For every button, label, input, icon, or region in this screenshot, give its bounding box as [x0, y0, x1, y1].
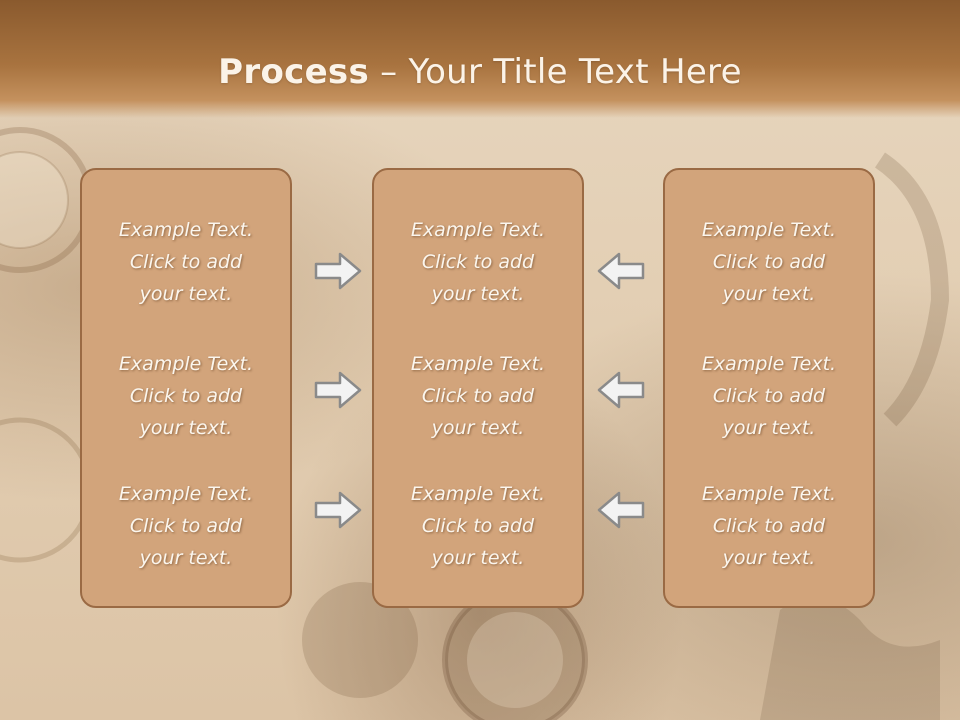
- arrow-right-icon: [314, 371, 362, 409]
- text-line: Example Text.: [410, 219, 546, 241]
- text-line: Example Text.: [118, 353, 254, 375]
- text-line: Click to add: [421, 251, 535, 273]
- text-line: Example Text.: [410, 353, 546, 375]
- text-line: Click to add: [712, 385, 826, 407]
- process-box-right[interactable]: Example Text. Click to add your text. Ex…: [663, 168, 875, 608]
- text-line: Click to add: [421, 385, 535, 407]
- text-block[interactable]: Example Text. Click to add your text.: [374, 348, 582, 444]
- text-line: your text.: [431, 417, 525, 439]
- title-rest: – Your Title Text Here: [369, 52, 742, 92]
- arrow-left-icon: [597, 252, 645, 290]
- text-line: Click to add: [421, 515, 535, 537]
- text-block[interactable]: Example Text. Click to add your text.: [82, 348, 290, 444]
- text-block[interactable]: Example Text. Click to add your text.: [665, 214, 873, 310]
- text-block[interactable]: Example Text. Click to add your text.: [665, 478, 873, 574]
- title-band: [0, 0, 960, 118]
- text-line: Click to add: [712, 251, 826, 273]
- text-line: your text.: [139, 283, 233, 305]
- text-line: your text.: [431, 283, 525, 305]
- text-block[interactable]: Example Text. Click to add your text.: [82, 214, 290, 310]
- text-line: your text.: [139, 417, 233, 439]
- text-line: Example Text.: [701, 483, 837, 505]
- text-line: Example Text.: [118, 219, 254, 241]
- text-block[interactable]: Example Text. Click to add your text.: [374, 478, 582, 574]
- text-line: Click to add: [129, 385, 243, 407]
- text-line: Click to add: [129, 515, 243, 537]
- arrow-right-icon: [314, 252, 362, 290]
- text-block[interactable]: Example Text. Click to add your text.: [665, 348, 873, 444]
- text-line: your text.: [139, 547, 233, 569]
- title-bold: Process: [218, 52, 370, 92]
- text-line: Click to add: [712, 515, 826, 537]
- text-line: your text.: [722, 283, 816, 305]
- text-line: Example Text.: [410, 483, 546, 505]
- text-line: Example Text.: [701, 219, 837, 241]
- process-box-left[interactable]: Example Text. Click to add your text. Ex…: [80, 168, 292, 608]
- arrow-left-icon: [597, 371, 645, 409]
- text-line: your text.: [431, 547, 525, 569]
- text-line: Example Text.: [701, 353, 837, 375]
- text-line: Click to add: [129, 251, 243, 273]
- text-line: your text.: [722, 547, 816, 569]
- slide-title[interactable]: Process – Your Title Text Here: [0, 52, 960, 92]
- process-box-middle[interactable]: Example Text. Click to add your text. Ex…: [372, 168, 584, 608]
- text-block[interactable]: Example Text. Click to add your text.: [82, 478, 290, 574]
- arrow-left-icon: [597, 491, 645, 529]
- text-block[interactable]: Example Text. Click to add your text.: [374, 214, 582, 310]
- arrow-right-icon: [314, 491, 362, 529]
- text-line: Example Text.: [118, 483, 254, 505]
- text-line: your text.: [722, 417, 816, 439]
